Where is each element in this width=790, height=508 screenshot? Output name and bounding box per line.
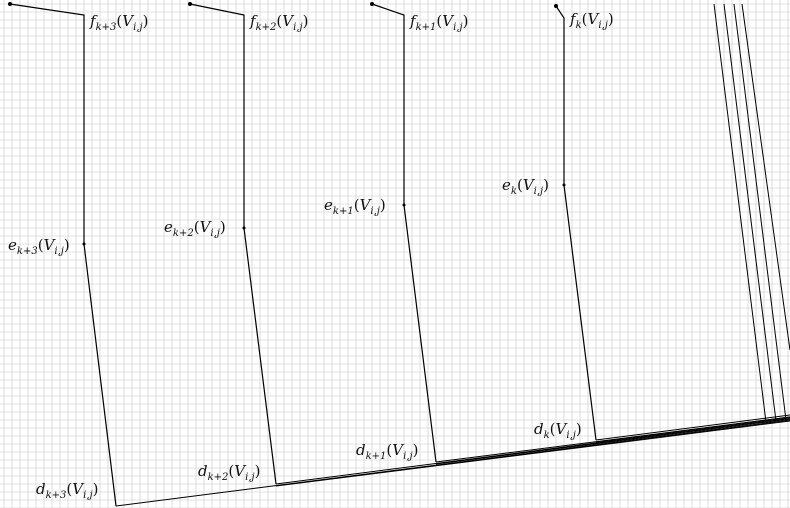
label-d-k1: dk+1(Vi,j) (356, 441, 418, 462)
label-e-k: ek(Vi,j) (502, 176, 549, 197)
vertex-dots (8, 2, 566, 246)
vertex-dot (370, 2, 374, 6)
bottom-edge (115, 414, 790, 507)
polyline-k1 (371, 3, 437, 463)
label-f-k: fk(Vi,j) (569, 10, 614, 31)
right-edge-lines (713, 3, 790, 423)
label-f-k2: fk+2(Vi,j) (249, 12, 308, 33)
polyline-k (555, 5, 597, 441)
polyline-k2 (189, 3, 277, 485)
vertex-dot (562, 183, 566, 187)
polyline-k3 (9, 3, 117, 507)
label-d-k3: dk+3(Vi,j) (36, 480, 98, 501)
label-e-k2: ek+2(Vi,j) (164, 218, 226, 239)
label-f-k3: fk+3(Vi,j) (89, 12, 148, 33)
vertex-dot (82, 242, 86, 246)
vertex-dot (8, 2, 12, 6)
label-e-k3: ek+3(Vi,j) (8, 236, 70, 257)
label-e-k1: ek+1(Vi,j) (324, 196, 386, 217)
vertex-dot (242, 226, 246, 230)
vertex-dot (402, 203, 406, 207)
vertex-dot (554, 4, 558, 8)
label-f-k1: fk+1(Vi,j) (409, 12, 468, 33)
vertex-dot (188, 2, 192, 6)
label-d-k: dk(Vi,j) (534, 420, 582, 441)
label-d-k2: dk+2(Vi,j) (198, 462, 260, 483)
